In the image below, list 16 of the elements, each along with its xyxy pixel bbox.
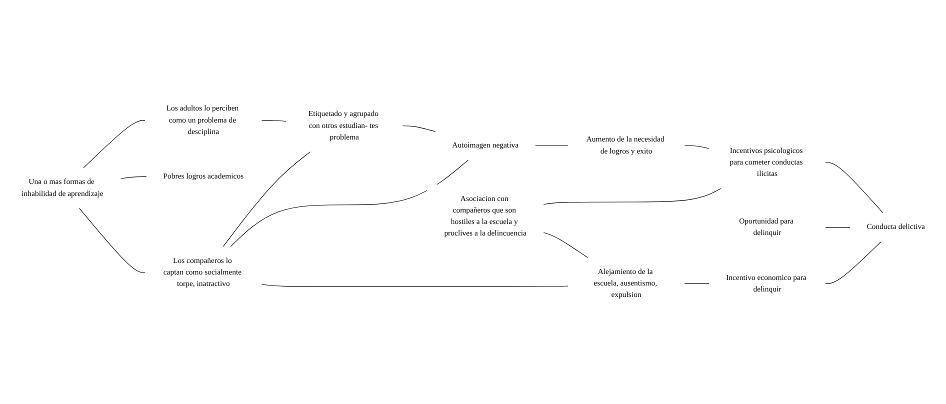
connector bbox=[222, 151, 311, 248]
connector bbox=[261, 120, 287, 122]
connector bbox=[543, 232, 589, 258]
connector bbox=[543, 188, 722, 205]
connector bbox=[82, 120, 146, 168]
connector bbox=[230, 159, 469, 248]
connector bbox=[684, 145, 710, 149]
connector bbox=[534, 145, 569, 146]
connector bbox=[261, 284, 569, 287]
connector bbox=[402, 126, 436, 132]
connector bbox=[825, 241, 882, 284]
connector bbox=[825, 227, 850, 228]
connector bbox=[684, 283, 710, 284]
connector bbox=[120, 176, 147, 179]
connector bbox=[825, 162, 884, 214]
connector bbox=[78, 208, 146, 273]
